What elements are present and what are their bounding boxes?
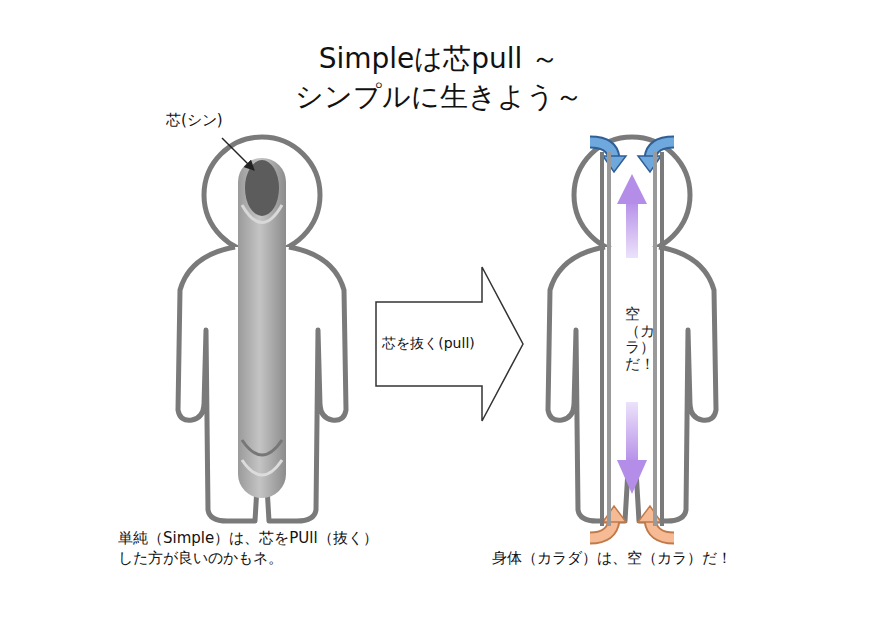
tube-wall	[600, 152, 604, 526]
tube-wall	[653, 152, 657, 526]
arrow-outline	[376, 267, 523, 421]
tube-wall	[607, 152, 611, 526]
title: Simpleは芯pull ～シンプルに生きよう～	[239, 40, 639, 116]
vertical-text: 空（カラ）だ！	[625, 306, 640, 372]
block-arrow: 芯を抜く(pull)	[375, 266, 524, 422]
part-label: 芯(シン)	[166, 110, 223, 130]
core-cylinder	[238, 158, 286, 498]
person-figure	[178, 137, 346, 521]
caption-note: 単純（Simple）は、芯をPUll（抜く） した方が良いのかもネ。	[118, 528, 418, 569]
caption-note: 身体（カラダ）は、空（カラ）だ！	[492, 548, 732, 568]
tube-wall	[660, 152, 664, 526]
leader-line	[222, 138, 254, 170]
arrow-label: 芯を抜く(pull)	[375, 335, 482, 353]
flow-arrow	[617, 174, 647, 494]
person-figure	[548, 137, 716, 521]
body-tube: 空（カラ）だ！	[598, 150, 666, 528]
